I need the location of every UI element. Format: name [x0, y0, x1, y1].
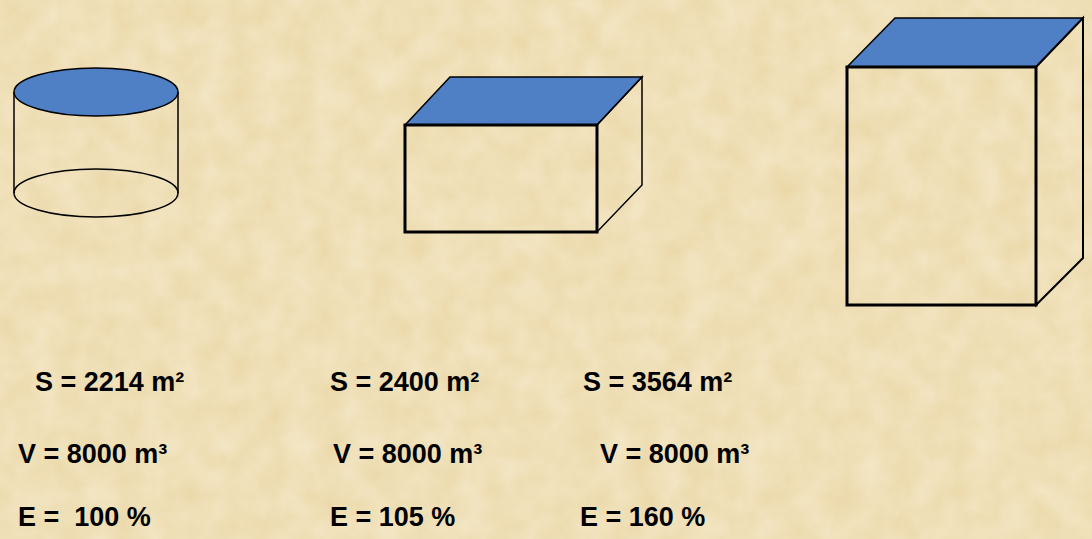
efficiency-value: E = 160 %: [580, 503, 705, 533]
efficiency-value: E = 105 %: [330, 503, 455, 533]
cylinder: [14, 68, 178, 217]
volume-value: V = 8000 m³: [600, 440, 749, 470]
volume-value: V = 8000 m³: [18, 440, 167, 470]
surface-value: S = 2400 m²: [330, 368, 479, 398]
efficiency-value: E = 100 %: [18, 503, 151, 533]
box-prism: [405, 77, 642, 232]
tall-prism: [847, 18, 1083, 305]
surface-value: S = 2214 m²: [35, 368, 184, 398]
volume-value: V = 8000 m³: [333, 440, 482, 470]
surface-value: S = 3564 m²: [583, 368, 732, 398]
